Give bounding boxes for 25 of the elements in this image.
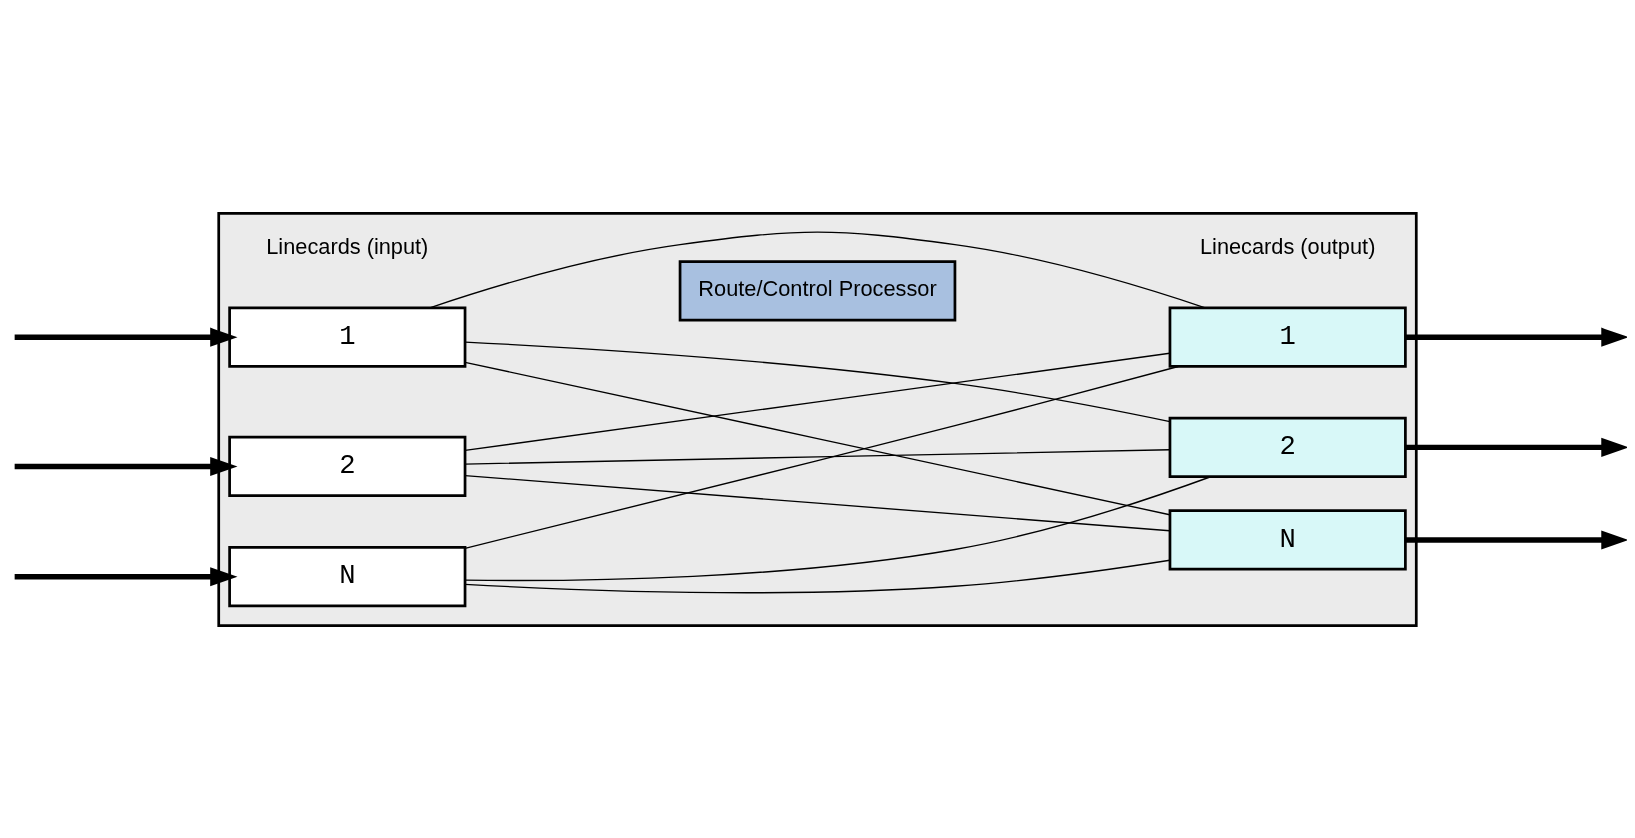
node-box: 1 <box>1168 306 1407 368</box>
cluster <box>217 211 1418 627</box>
connector <box>464 365 1179 549</box>
connector <box>464 352 1171 451</box>
node-box: N <box>228 545 467 607</box>
connector <box>464 474 1171 531</box>
arrow <box>14 456 238 476</box>
connector <box>464 448 1171 465</box>
connector <box>464 559 1171 593</box>
label: Linecards (input) <box>266 233 429 259</box>
connector <box>464 361 1171 515</box>
connector <box>464 475 1212 581</box>
connector <box>429 231 1206 308</box>
arrow <box>1405 529 1627 549</box>
node-box: Route/Control Processor <box>678 259 957 322</box>
connector <box>464 340 1171 422</box>
arrow <box>14 327 238 347</box>
node-box: 1 <box>228 306 467 368</box>
arrow <box>14 566 238 586</box>
label: Linecards (output) <box>1199 233 1376 259</box>
node-box: 2 <box>1168 416 1407 478</box>
arrow <box>1405 327 1627 347</box>
arrow <box>1405 437 1627 457</box>
node-box: 2 <box>228 435 467 497</box>
node-box: N <box>1168 508 1407 571</box>
